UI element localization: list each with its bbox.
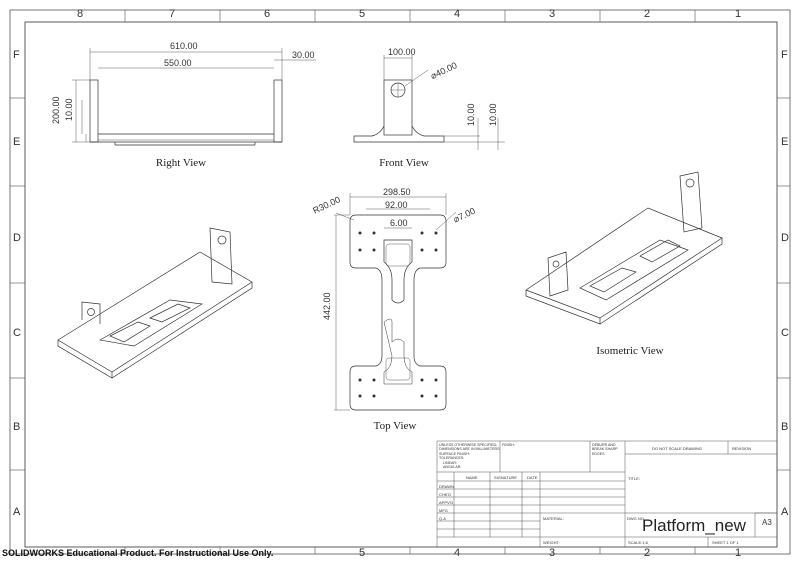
zone-row-a: A	[13, 506, 21, 518]
iso-right-drawing	[525, 171, 723, 325]
zone-row-b: B	[13, 421, 21, 433]
front-view-drawing	[353, 55, 505, 150]
tb-row-drawn: DRAWN	[439, 484, 454, 489]
zone-row-c-right: C	[781, 327, 789, 339]
dim-top-mid: 92.00	[385, 200, 408, 210]
title-block-frame	[436, 440, 778, 548]
zone-col-1: 1	[734, 8, 742, 20]
zone-row-d-right: D	[781, 232, 789, 244]
tb-notes: UNLESS OTHERWISE SPECIFIED: DIMENSIONS A…	[439, 443, 500, 470]
tb-col-signature: SIGNATURE	[494, 475, 518, 480]
tb-scale: SCALE:1:6	[628, 540, 648, 545]
iso-left-drawing	[57, 227, 253, 379]
tb-dwg-no: DWG NO.	[627, 516, 645, 521]
zone-col-7: 7	[168, 8, 176, 20]
tb-do-not-scale: DO NOT SCALE DRAWING	[652, 446, 703, 451]
zone-row-e: E	[13, 136, 21, 148]
tb-row-mfg: MFG	[439, 508, 448, 513]
front-view-label: Front View	[379, 157, 429, 169]
tb-dwg-name: Platform_new	[642, 516, 746, 535]
zone-row-a-right: A	[781, 506, 789, 518]
inner-border	[24, 21, 778, 548]
zone-col-5: 5	[358, 8, 366, 20]
tb-finish: FINISH:	[502, 443, 515, 447]
dim-front-thick-a: 10.00	[466, 103, 476, 126]
dim-right-flange: 30.00	[292, 50, 315, 60]
zone-col-2-bottom: 2	[643, 547, 651, 559]
tb-sheet-size: A3	[762, 518, 772, 527]
zone-col-4: 4	[453, 8, 461, 20]
dim-top-length: 442.00	[322, 292, 332, 320]
tb-title-label: TITLE:	[628, 476, 641, 481]
dim-front-width: 100.00	[388, 47, 416, 57]
right-view-drawing	[72, 48, 316, 146]
dim-front-thick-b: 10.00	[488, 103, 498, 126]
tb-row-qa: Q.A	[439, 516, 446, 521]
dim-right-overall: 610.00	[170, 41, 198, 51]
watermark-text: SOLIDWORKS Educational Product. For Inst…	[2, 548, 274, 558]
dim-right-height: 200.00	[51, 96, 61, 124]
dim-right-inner: 550.00	[164, 58, 192, 68]
tb-row-appvd: APPV'D	[439, 500, 454, 505]
tb-row-chkd: CHK'D	[439, 492, 452, 497]
tb-col-date: DATE	[527, 475, 538, 480]
tb-col-name: NAME	[466, 475, 478, 480]
zone-col-3: 3	[548, 8, 556, 20]
zone-col-2: 2	[643, 8, 651, 20]
zone-col-8: 8	[76, 8, 84, 20]
dim-top-overall: 298.50	[383, 187, 411, 197]
top-view-drawing	[334, 193, 457, 411]
iso-view-label: Isometric View	[596, 345, 664, 357]
top-view-label: Top View	[373, 420, 417, 432]
tb-weight: WEIGHT:	[543, 540, 560, 545]
zone-col-5-bottom: 5	[358, 547, 366, 559]
zone-row-f: F	[13, 49, 20, 61]
zone-row-d: D	[13, 232, 21, 244]
outer-border	[9, 9, 791, 555]
tb-material: MATERIAL:	[543, 516, 564, 521]
zone-row-e-right: E	[781, 136, 789, 148]
zone-row-f-right: F	[781, 49, 788, 61]
dim-top-slot: 6.00	[390, 218, 408, 228]
zone-row-b-right: B	[781, 421, 789, 433]
tb-sheet: SHEET 1 OF 1	[712, 540, 739, 545]
zone-ticks	[10, 10, 790, 554]
zone-col-1-bottom: 1	[734, 547, 742, 559]
zone-col-6: 6	[263, 8, 271, 20]
tb-revision: REVISION	[732, 446, 752, 451]
dim-right-thick: 10.00	[64, 98, 74, 121]
zone-col-3-bottom: 3	[548, 547, 556, 559]
zone-row-c: C	[13, 327, 21, 339]
zone-col-4-bottom: 4	[453, 547, 461, 559]
tb-deburr: DEBURR AND BREAK SHARP EDGES	[592, 443, 618, 456]
right-view-label: Right View	[155, 157, 207, 169]
